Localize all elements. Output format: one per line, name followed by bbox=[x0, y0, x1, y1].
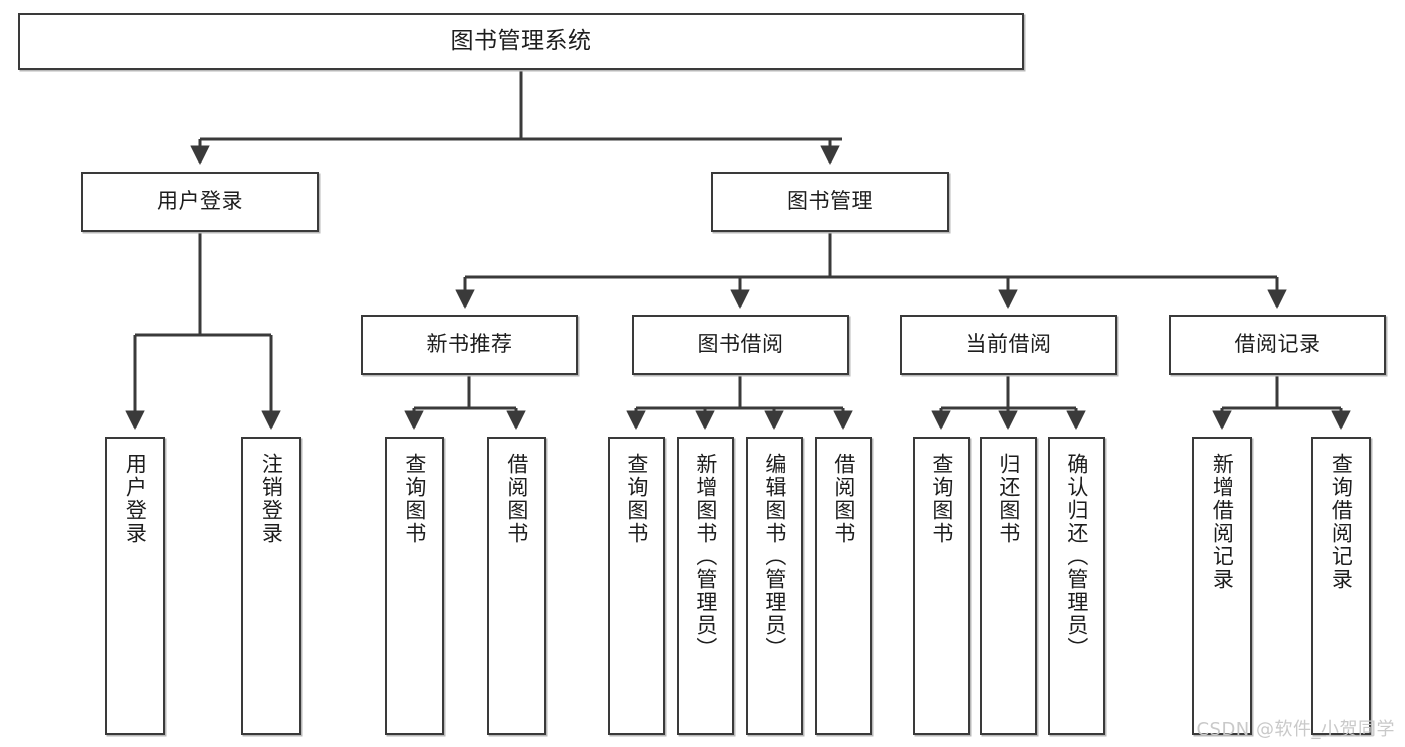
node-current-borrow[interactable]: 当前借阅 bbox=[900, 315, 1117, 375]
leaf-user-login-login[interactable]: 用户登录 bbox=[105, 437, 165, 735]
leaf-new-book-query[interactable]: 查询图书 bbox=[385, 437, 444, 735]
node-label: 图书管理 bbox=[787, 189, 873, 214]
node-borrow-record[interactable]: 借阅记录 bbox=[1169, 315, 1386, 375]
leaf-borrow-record-add[interactable]: 新增借阅记录 bbox=[1192, 437, 1252, 735]
node-label: 图书借阅 bbox=[697, 332, 784, 357]
node-label: 借阅图书 bbox=[831, 453, 856, 545]
node-user-login[interactable]: 用户登录 bbox=[81, 172, 319, 232]
leaf-book-borrow-borrow[interactable]: 借阅图书 bbox=[815, 437, 872, 735]
node-label: 归还图书 bbox=[996, 453, 1021, 545]
leaf-user-login-logout[interactable]: 注销登录 bbox=[241, 437, 301, 735]
node-label: 借阅记录 bbox=[1234, 332, 1321, 357]
leaf-current-borrow-confirm-return[interactable]: 确认归还（管理员） bbox=[1048, 437, 1105, 735]
csdn-watermark: CSDN @软件_小贺同学 bbox=[1196, 719, 1395, 740]
node-root-system[interactable]: 图书管理系统 bbox=[18, 13, 1024, 70]
leaf-new-book-borrow[interactable]: 借阅图书 bbox=[487, 437, 546, 735]
node-label: 当前借阅 bbox=[965, 332, 1052, 357]
node-book-borrow[interactable]: 图书借阅 bbox=[632, 315, 849, 375]
node-label: 借阅图书 bbox=[504, 453, 529, 545]
leaf-book-borrow-edit[interactable]: 编辑图书（管理员） bbox=[746, 437, 803, 735]
node-label: 用户登录 bbox=[157, 189, 243, 214]
node-label: 查询借阅记录 bbox=[1329, 453, 1354, 591]
node-label: 确认归还（管理员） bbox=[1064, 453, 1089, 660]
leaf-current-borrow-return[interactable]: 归还图书 bbox=[980, 437, 1037, 735]
leaf-book-borrow-add[interactable]: 新增图书（管理员） bbox=[677, 437, 734, 735]
node-label: 用户登录 bbox=[123, 453, 148, 545]
node-label: 新书推荐 bbox=[426, 332, 513, 357]
node-label: 新增借阅记录 bbox=[1210, 453, 1235, 591]
node-label: 查询图书 bbox=[929, 453, 954, 545]
leaf-borrow-record-query[interactable]: 查询借阅记录 bbox=[1311, 437, 1371, 735]
leaf-book-borrow-query[interactable]: 查询图书 bbox=[608, 437, 665, 735]
node-new-book-recommend[interactable]: 新书推荐 bbox=[361, 315, 578, 375]
node-label: 图书管理系统 bbox=[450, 27, 592, 54]
node-label: 查询图书 bbox=[624, 453, 649, 545]
node-label: 新增图书（管理员） bbox=[693, 453, 718, 660]
node-label: 查询图书 bbox=[402, 453, 427, 545]
node-label: 注销登录 bbox=[259, 453, 284, 545]
node-book-management[interactable]: 图书管理 bbox=[711, 172, 949, 232]
node-label: 编辑图书（管理员） bbox=[762, 453, 787, 660]
leaf-current-borrow-query[interactable]: 查询图书 bbox=[913, 437, 970, 735]
